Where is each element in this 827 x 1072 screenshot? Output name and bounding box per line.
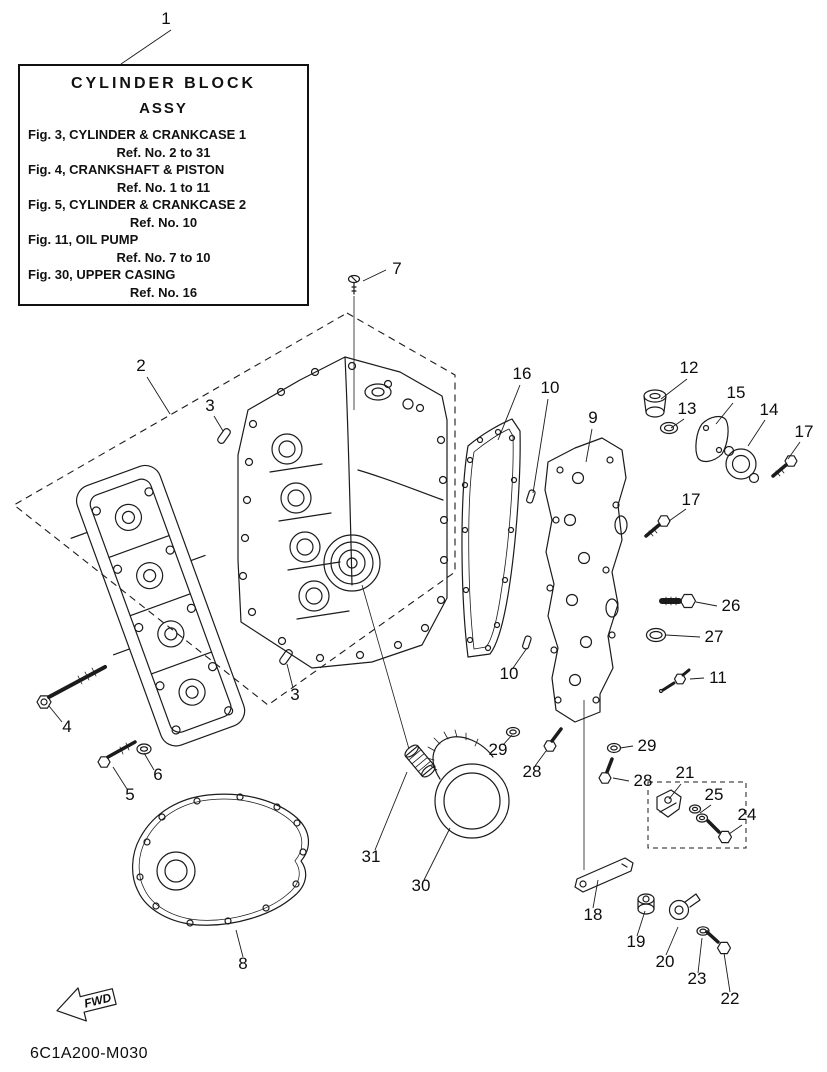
callout-9: 9 [588, 408, 597, 427]
ref-line: Ref. No. 16 [129, 284, 198, 300]
info-box-title-line1: CYLINDER BLOCK [70, 75, 257, 92]
callout-labels: 1 7 2 3 16 10 9 12 13 15 14 17 17 26 27 … [62, 9, 813, 1008]
washer-6-drawing [136, 743, 152, 755]
info-box-title-line2: ASSY [139, 100, 188, 117]
ref-line: Ref. No. 10 [129, 214, 198, 230]
bolt-5-drawing [97, 740, 137, 768]
callout-29-right: 29 [638, 736, 657, 755]
thermostat-cover-14-drawing [723, 445, 760, 484]
bolt-24-drawing [706, 819, 733, 844]
callout-17-right: 17 [795, 422, 814, 441]
callout-12: 12 [680, 358, 699, 377]
callout-10-upper: 10 [541, 378, 560, 397]
callout-14: 14 [760, 400, 779, 419]
callout-1: 1 [161, 9, 170, 28]
callout-2: 2 [136, 356, 145, 375]
ref-line: Ref. No. 7 to 10 [116, 249, 211, 265]
fwd-direction-arrow: FWD [56, 987, 117, 1022]
callout-30: 30 [412, 876, 431, 895]
dowel-pin-3-upper-drawing [217, 428, 231, 444]
drawing-code: 6C1A200-M030 [30, 1045, 148, 1062]
washer-29-right-drawing [606, 742, 622, 754]
callout-23: 23 [688, 969, 707, 988]
callout-25: 25 [705, 785, 724, 804]
bolt-7-drawing [347, 274, 361, 295]
bolt-28-left-drawing [543, 727, 563, 752]
dowel-pin-10-lower-drawing [522, 635, 532, 650]
bolt-28-right-drawing [598, 757, 614, 784]
callout-5: 5 [125, 785, 134, 804]
callout-21: 21 [676, 763, 695, 782]
callout-3-lower: 3 [290, 685, 299, 704]
callout-7: 7 [392, 259, 401, 278]
fig-ref-entry: Fig. 30, UPPER CASING Ref. No. 16 [28, 266, 299, 301]
washer-29-left-drawing [505, 726, 521, 738]
callout-13: 13 [678, 399, 697, 418]
oil-plug-26-drawing [659, 593, 697, 609]
anode-12-drawing [643, 389, 667, 418]
fwd-label: FWD [83, 990, 113, 1010]
bolt-17-right-drawing [771, 455, 798, 478]
fig-line: Fig. 11, OIL PUMP [28, 232, 139, 247]
ref-line: Ref. No. 2 to 31 [116, 144, 211, 160]
callout-8: 8 [238, 954, 247, 973]
callout-10-lower: 10 [500, 664, 519, 683]
callout-4: 4 [62, 717, 71, 736]
ref-line: Ref. No. 1 to 11 [116, 179, 211, 195]
callout-28-right: 28 [634, 771, 653, 790]
crankcase-2-drawing [544, 437, 628, 723]
fig-line: Fig. 4, CRANKSHAFT & PISTON [28, 162, 225, 177]
bracket-21-drawing [656, 789, 682, 818]
callout-27: 27 [705, 627, 724, 646]
o-ring-27-drawing [645, 627, 667, 643]
callout-19: 19 [627, 932, 646, 951]
fig-line: Fig. 30, UPPER CASING [28, 267, 176, 282]
callout-18: 18 [584, 905, 603, 924]
oil-filter-union-31-drawing [404, 744, 436, 778]
callout-17-left: 17 [682, 490, 701, 509]
callout-29-left: 29 [489, 740, 508, 759]
bolt-4-drawing [36, 665, 107, 709]
assembly-info-box: CYLINDER BLOCK ASSY Fig. 3, CYLINDER & C… [18, 64, 309, 306]
cylinder-block-drawing [237, 356, 449, 669]
fig-ref-entry: Fig. 3, CYLINDER & CRANKCASE 1 Ref. No. … [28, 126, 299, 161]
assembly-boundary-dashed-outline [13, 312, 456, 706]
fig-ref-entry: Fig. 4, CRANKSHAFT & PISTON Ref. No. 1 t… [28, 161, 299, 196]
callout-31: 31 [362, 847, 381, 866]
callout-20: 20 [656, 952, 675, 971]
bolt-17-left-drawing [644, 515, 671, 538]
callout-15: 15 [727, 383, 746, 402]
bolt-22-drawing [705, 930, 732, 955]
dowel-pin-3-lower-drawing [279, 649, 293, 665]
stay-18-drawing [574, 857, 634, 893]
fitting-11-drawing [658, 668, 691, 694]
holder-20-drawing [668, 893, 701, 921]
callout-24: 24 [738, 805, 757, 824]
dowel-pin-10-upper-drawing [526, 489, 536, 504]
callout-22: 22 [721, 989, 740, 1008]
callout-11: 11 [709, 668, 727, 687]
crankcase-cover-drawing [70, 464, 246, 747]
bracket-group-dashed-box [647, 781, 747, 849]
cylinder-gasket-drawing [461, 418, 521, 658]
callout-28-left: 28 [523, 762, 542, 781]
washers-25-drawing [688, 804, 709, 823]
callout-16: 16 [513, 364, 532, 383]
callout-3-upper: 3 [205, 396, 214, 415]
thermostat-gasket-15-drawing [695, 415, 729, 463]
oil-pan-gasket-8-drawing [132, 793, 309, 927]
washer-13-drawing [659, 421, 679, 435]
collar-19-drawing [637, 893, 655, 915]
fig-ref-entry: Fig. 11, OIL PUMP Ref. No. 7 to 10 [28, 231, 299, 266]
fig-line: Fig. 3, CYLINDER & CRANKCASE 1 [28, 127, 247, 142]
fig-line: Fig. 5, CYLINDER & CRANKCASE 2 [28, 197, 247, 212]
fig-ref-entry: Fig. 5, CYLINDER & CRANKCASE 2 Ref. No. … [28, 196, 299, 231]
callout-6: 6 [153, 765, 162, 784]
callout-26: 26 [722, 596, 741, 615]
